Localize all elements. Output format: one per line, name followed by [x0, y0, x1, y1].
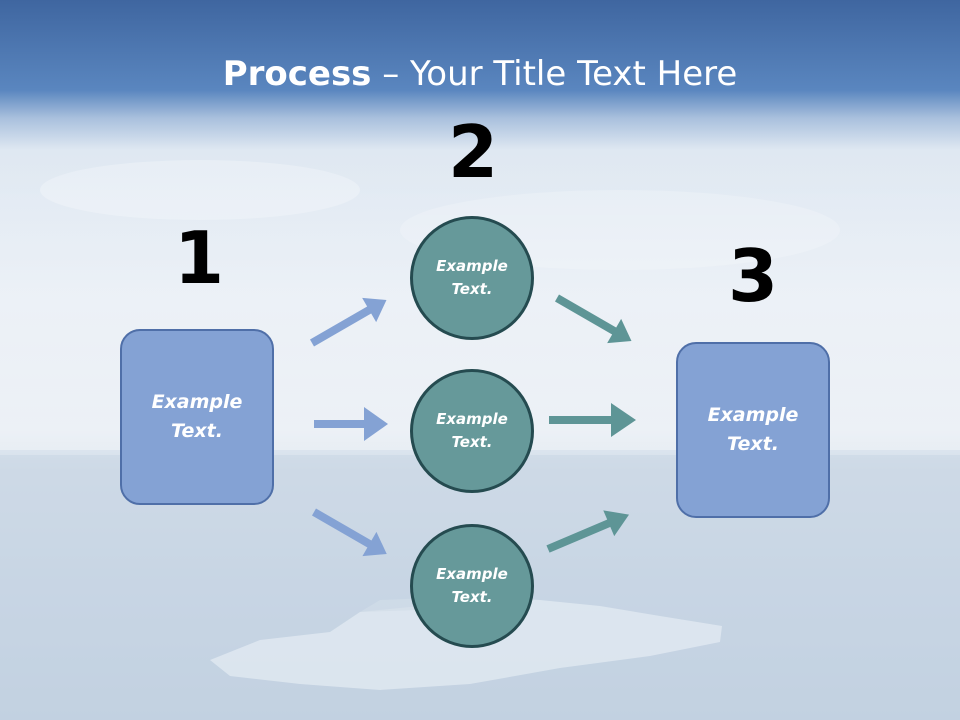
slide-title: Process – Your Title Text Here: [0, 52, 960, 96]
step-number-2: 2: [447, 110, 499, 194]
step-3-box-text: Example Text.: [707, 404, 799, 455]
title-bold: Process: [222, 54, 372, 94]
step-2-circle-top[interactable]: Example Text.: [410, 216, 534, 340]
step-number-1: 1: [173, 216, 225, 300]
step-1-box-text: Example Text.: [151, 391, 243, 442]
step-3-box[interactable]: Example Text.: [676, 342, 830, 518]
step-2-circle-middle[interactable]: Example Text.: [410, 369, 534, 493]
step-number-3: 3: [727, 234, 779, 318]
step-2-circle-bottom-text: Example Text.: [436, 565, 508, 606]
step-2-circle-bottom[interactable]: Example Text.: [410, 524, 534, 648]
step-1-box[interactable]: Example Text.: [120, 329, 274, 505]
step-2-circle-middle-text: Example Text.: [436, 410, 508, 451]
title-rest: – Your Title Text Here: [371, 54, 738, 94]
step-2-circle-top-text: Example Text.: [436, 257, 508, 298]
